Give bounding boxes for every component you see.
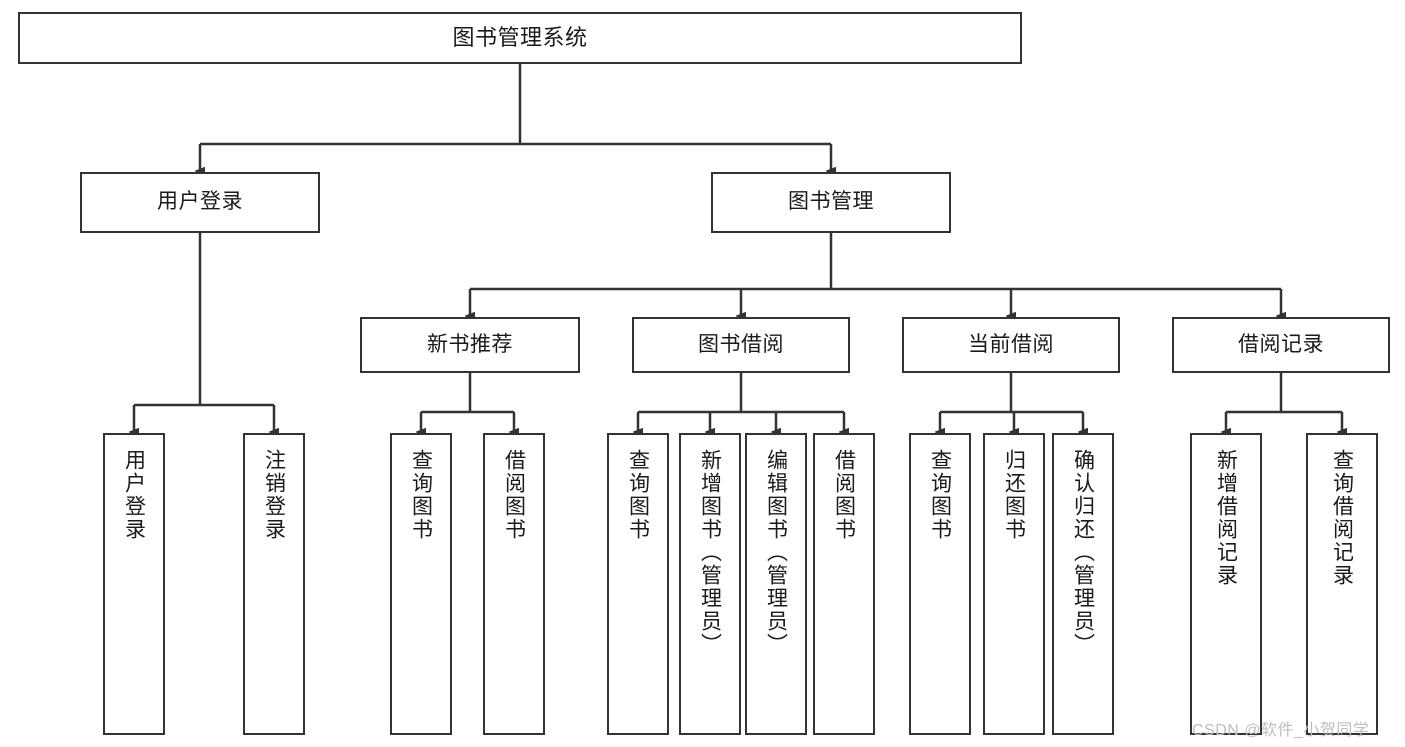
node-records[interactable]: 借阅记录 [1172,317,1390,373]
node-label: 编辑图书（管理员） [764,449,788,656]
node-label: 借阅记录 [1238,332,1324,356]
node-label: 借阅图书 [832,449,856,541]
node-b3[interactable]: 编辑图书（管理员） [745,433,807,735]
node-label: 查询图书 [928,449,952,541]
node-c2[interactable]: 归还图书 [983,433,1045,735]
node-bookmgmt[interactable]: 图书管理 [711,172,951,233]
node-label: 新增借阅记录 [1214,449,1238,587]
node-b2[interactable]: 新增图书（管理员） [679,433,741,735]
node-label: 注销登录 [262,449,286,541]
node-label: 确认归还（管理员） [1071,449,1095,656]
node-label: 借阅图书 [502,449,526,541]
node-r1[interactable]: 新增借阅记录 [1190,433,1262,735]
node-label: 查询借阅记录 [1330,449,1354,587]
node-r2[interactable]: 查询借阅记录 [1306,433,1378,735]
node-label: 用户登录 [122,449,146,541]
node-label: 查询图书 [409,449,433,541]
node-borrow[interactable]: 图书借阅 [632,317,850,373]
node-b1[interactable]: 查询图书 [607,433,669,735]
node-n1[interactable]: 查询图书 [390,433,452,735]
node-c3[interactable]: 确认归还（管理员） [1052,433,1114,735]
node-b4[interactable]: 借阅图书 [813,433,875,735]
node-label: 新书推荐 [427,332,513,356]
node-label: 图书借阅 [698,332,784,356]
node-label: 新增图书（管理员） [698,449,722,656]
node-label: 用户登录 [157,190,243,214]
node-label: 图书管理系统 [452,25,588,51]
node-c1[interactable]: 查询图书 [909,433,971,735]
node-login[interactable]: 用户登录 [80,172,320,233]
node-label: 归还图书 [1002,449,1026,541]
node-newrec[interactable]: 新书推荐 [360,317,580,373]
node-root[interactable]: 图书管理系统 [18,12,1022,64]
csdn-watermark: CSDN @软件_小贺同学 [1192,722,1370,739]
node-current[interactable]: 当前借阅 [902,317,1120,373]
node-label: 图书管理 [788,190,874,214]
node-n2[interactable]: 借阅图书 [483,433,545,735]
node-label: 查询图书 [626,449,650,541]
node-label: 当前借阅 [968,332,1054,356]
node-l2[interactable]: 注销登录 [243,433,305,735]
node-l1[interactable]: 用户登录 [103,433,165,735]
